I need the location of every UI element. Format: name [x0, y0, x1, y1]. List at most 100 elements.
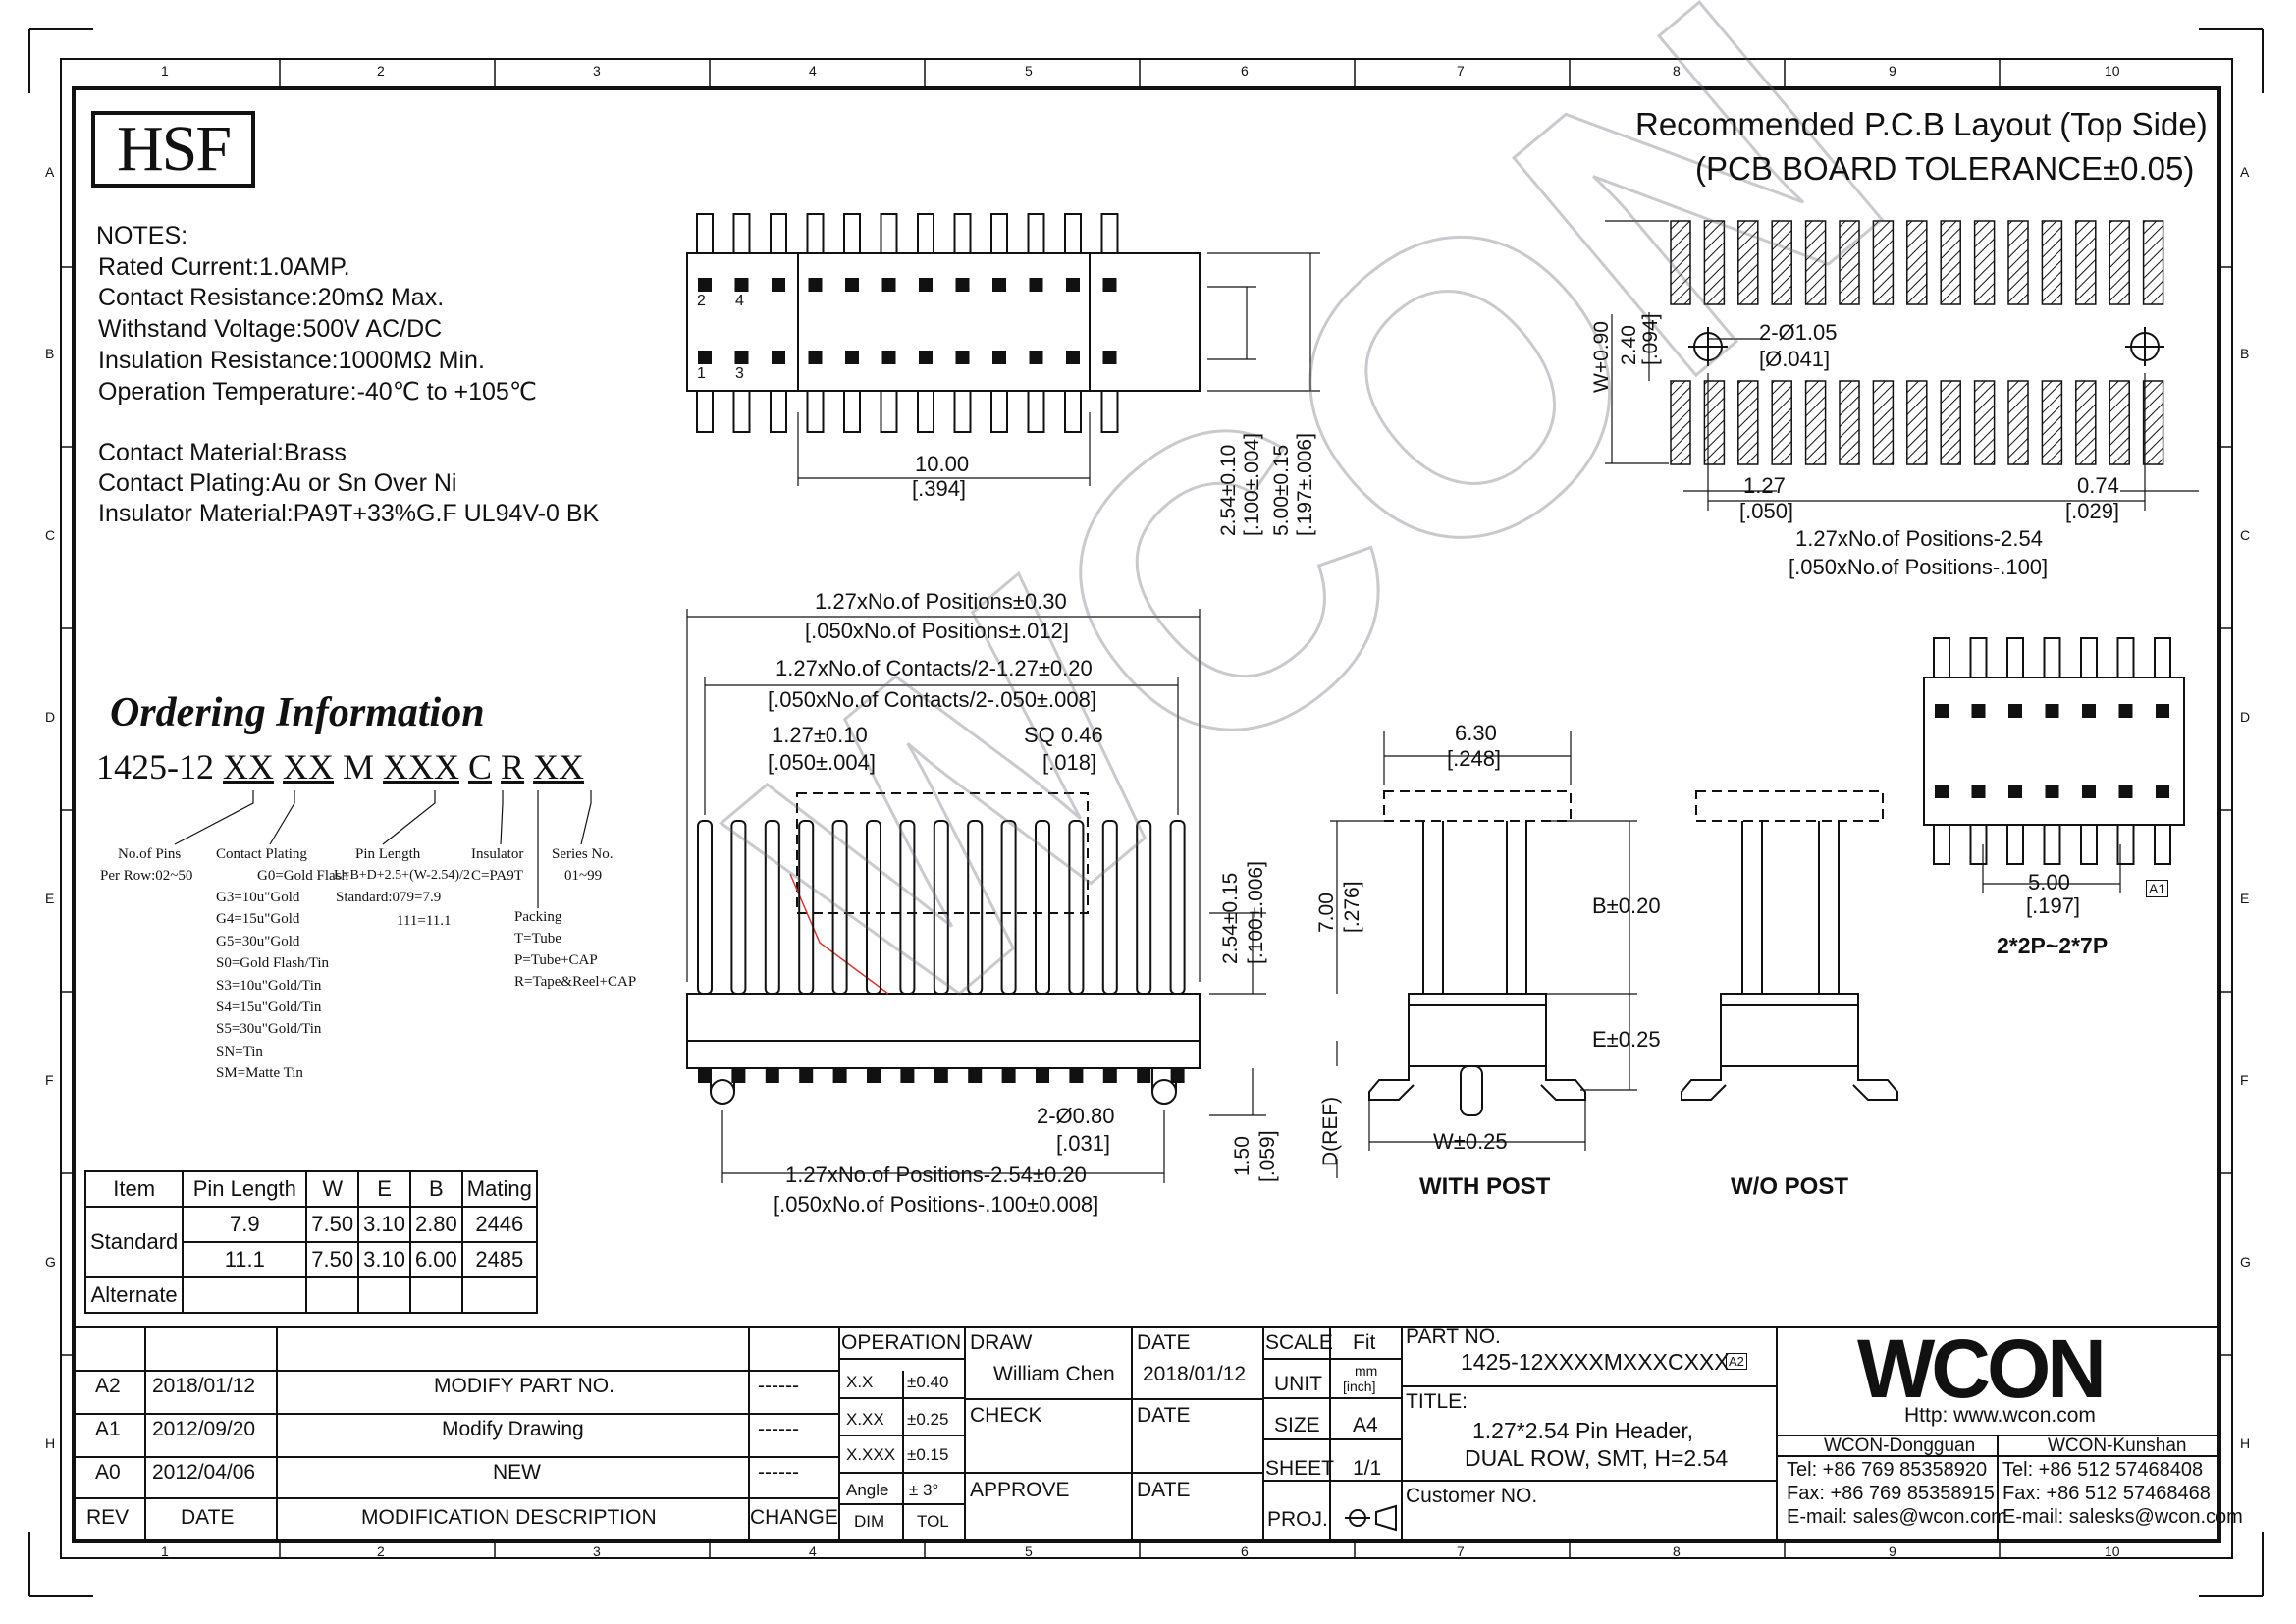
- pcb-pad: [1906, 380, 1928, 465]
- pcb-pad: [2041, 380, 2063, 465]
- tol-value: ±0.15: [907, 1445, 949, 1464]
- code-prefix: 1425-12: [96, 747, 214, 786]
- rev-date: 2018/01/12: [152, 1375, 256, 1397]
- front-pin: [697, 820, 713, 995]
- pin-label: 1: [697, 365, 706, 382]
- cap-outline: [796, 792, 1089, 914]
- dim-150: 1.50: [1231, 1136, 1254, 1176]
- projection-symbol-icon: [1345, 1504, 1397, 1532]
- pin-length-option: Standard:079=7.9: [336, 890, 442, 905]
- top-pin-square: [955, 278, 970, 292]
- dim-small-500-inch: [.197]: [2026, 893, 2081, 918]
- rev-code: A0: [95, 1461, 121, 1484]
- rev-change: ------: [758, 1375, 799, 1397]
- dim-e: E±0.25: [1592, 1027, 1661, 1052]
- code-part: XX: [223, 747, 274, 786]
- dim-074: 0.74: [2077, 473, 2119, 498]
- pcb-pad: [1872, 220, 1895, 305]
- table-cell: 6.00: [408, 1241, 463, 1278]
- part-no-label: PART NO.: [1406, 1326, 1501, 1348]
- small-pin-square: [2156, 785, 2169, 798]
- note-line: Rated Current:1.0AMP.: [98, 253, 350, 281]
- front-pin-foot: [731, 1067, 746, 1083]
- top-pin: [732, 213, 751, 254]
- dim-630: 6.30: [1455, 721, 1497, 745]
- side-view-wo-post: [1681, 790, 1898, 1101]
- table-cell: 7.50: [305, 1241, 360, 1278]
- note-line: Insulation Resistance:1000MΩ Min.: [98, 347, 485, 374]
- grid-row-label: D: [45, 709, 56, 725]
- pcb-pad: [1839, 380, 1860, 465]
- size-label: SIZE: [1274, 1414, 1320, 1436]
- dim-700: 7.00: [1315, 893, 1338, 933]
- small-pin-square: [1971, 704, 1986, 718]
- top-pin-square: [1066, 278, 1080, 292]
- table-cell: [357, 1276, 411, 1314]
- front-pin-foot: [1036, 1067, 1049, 1083]
- small-pin: [2116, 824, 2135, 865]
- pcb-pad: [1703, 220, 1726, 305]
- front-pin-foot: [900, 1067, 915, 1083]
- rev-header: REV: [86, 1506, 130, 1529]
- small-pin: [2043, 637, 2061, 678]
- plating-option: S0=Gold Flash/Tin: [216, 955, 330, 972]
- top-pin-square: [1066, 351, 1080, 364]
- tol-key: X.X: [846, 1373, 874, 1391]
- front-pin-foot: [799, 1067, 814, 1083]
- inner-border: [72, 86, 2221, 1543]
- wo-post-caption: W/O POST: [1731, 1173, 1848, 1200]
- small-pin: [2080, 637, 2098, 678]
- plating-option: S3=10u"Gold/Tin: [216, 977, 322, 994]
- check-label: CHECK: [970, 1404, 1042, 1427]
- note-line: Operation Temperature:-40℃ to +105℃: [98, 378, 537, 406]
- small-pin: [2116, 637, 2135, 678]
- insulator-value: C=PA9T: [471, 868, 523, 884]
- grid-row-label: A: [2240, 164, 2250, 180]
- top-pin: [953, 390, 972, 433]
- top-pin: [1027, 213, 1045, 254]
- top-pin-square: [881, 278, 896, 292]
- title-line: 1.27*2.54 Pin Header,: [1472, 1418, 1694, 1443]
- front-pin-foot: [698, 1067, 712, 1083]
- front-pin-foot: [934, 1067, 948, 1083]
- revision-triangle-icon: A2: [1726, 1353, 1747, 1370]
- dim-sq: SQ 0.46: [1024, 723, 1103, 747]
- top-pin: [1064, 213, 1082, 254]
- date-label: DATE: [1137, 1331, 1191, 1354]
- pcb-pad: [1771, 220, 1792, 305]
- top-pin-square: [992, 278, 1006, 292]
- small-pin: [1969, 637, 1988, 678]
- standard-label: Standard: [83, 1206, 185, 1278]
- top-pin-square: [992, 351, 1006, 364]
- pcb-pad: [2109, 220, 2130, 305]
- contact-plating-title: Contact Plating: [216, 846, 307, 862]
- dim-height-inch: [.100±.006]: [1245, 861, 1267, 964]
- note-line: Contact Plating:Au or Sn Over Ni: [98, 469, 457, 497]
- tol-value: ±0.25: [907, 1410, 949, 1429]
- rev-change: ------: [758, 1418, 799, 1440]
- small-pin: [2154, 637, 2171, 678]
- small-pin-square: [2045, 785, 2059, 798]
- top-pin-square: [808, 351, 823, 364]
- table-cell: 11.1: [182, 1241, 308, 1278]
- ordering-title: Ordering Information: [110, 690, 485, 735]
- dg-email: E-mail: sales@wcon.com: [1787, 1506, 2007, 1528]
- date-label: DATE: [1137, 1404, 1191, 1427]
- title-label: TITLE:: [1406, 1390, 1468, 1413]
- front-pin: [866, 820, 881, 995]
- grid-row-label: H: [45, 1435, 56, 1451]
- table-cell: 2485: [460, 1241, 538, 1278]
- grid-column-label: 10: [2105, 1543, 2120, 1559]
- dim-pitch-127: 1.27±0.10: [772, 723, 868, 747]
- pin-label: 4: [735, 293, 744, 309]
- dim-240-inch: [.094]: [1639, 313, 1662, 365]
- code-part: XXX: [383, 747, 460, 786]
- grid-column-label: 6: [1241, 63, 1249, 79]
- pcb-pad: [1737, 220, 1759, 305]
- top-pin-square: [772, 351, 785, 364]
- pcb-pad: [1872, 380, 1895, 465]
- notes-title: NOTES:: [96, 222, 188, 249]
- table-cell: 7.50: [305, 1206, 360, 1243]
- wcon-logo: WCON: [1857, 1323, 2107, 1415]
- table-cell: [460, 1276, 538, 1314]
